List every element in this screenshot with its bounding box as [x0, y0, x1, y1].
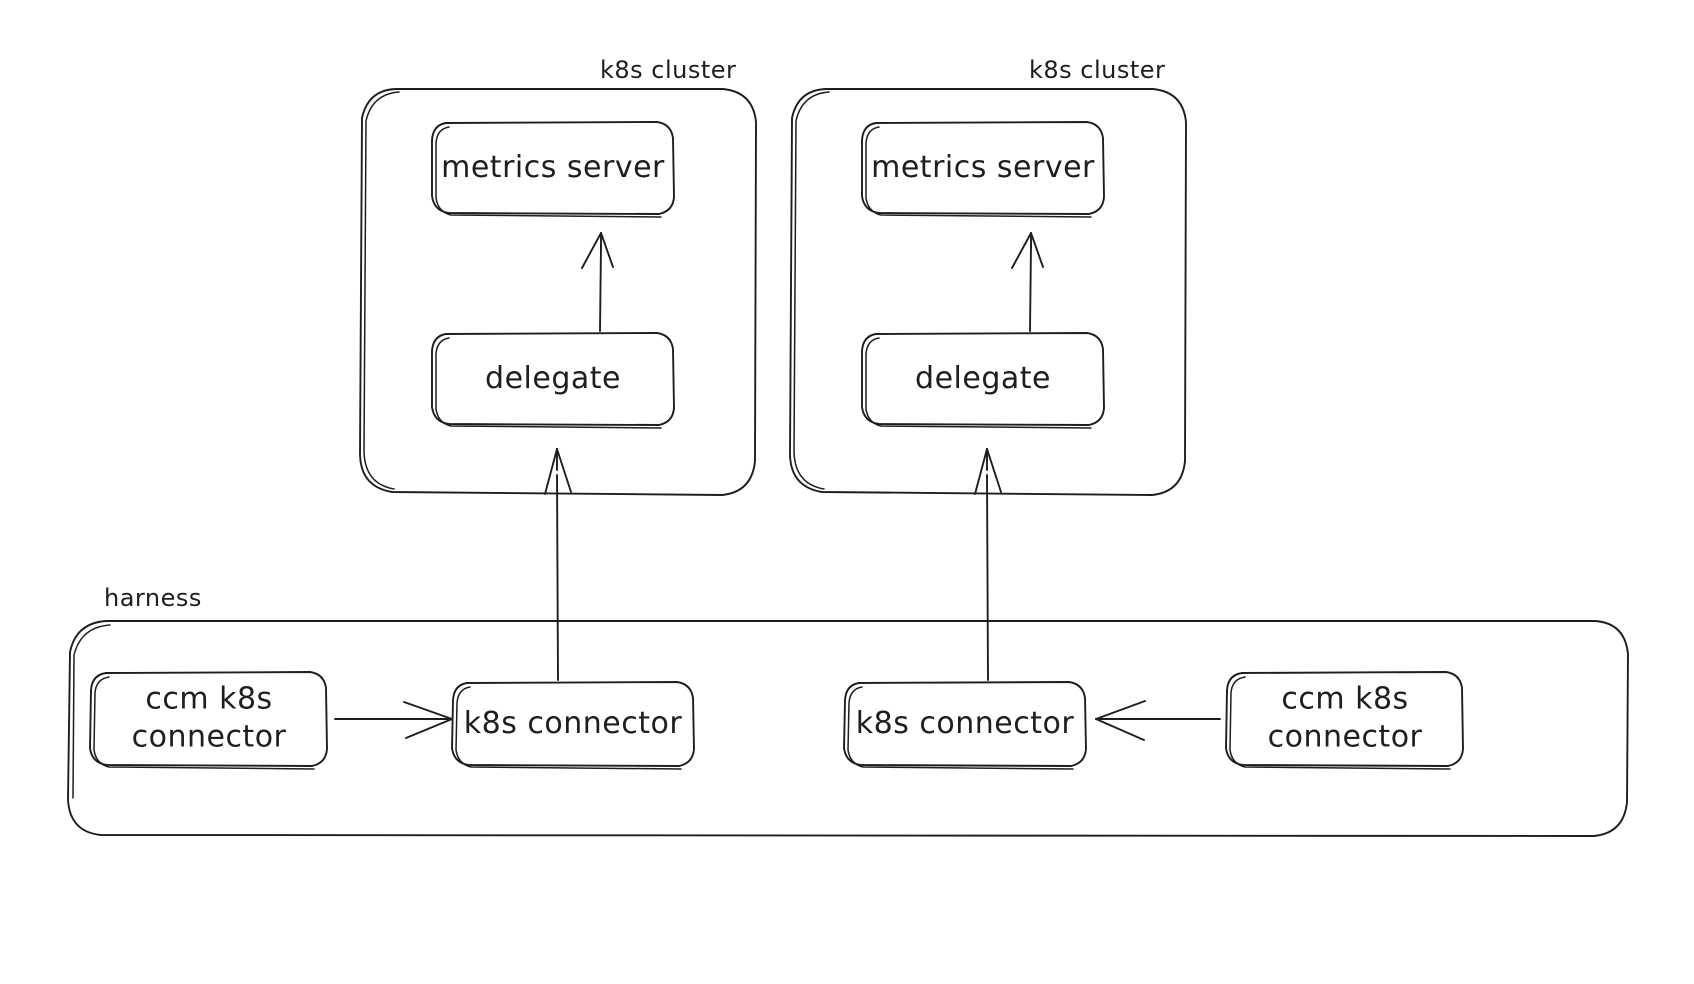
node-label-ccm-k8s-connector-right: ccm k8s connector: [1267, 681, 1423, 755]
edge-k8s-connector-to-delegate-right: [974, 448, 1002, 681]
node-label-ccm-k8s-connector-left: ccm k8s connector: [131, 681, 287, 755]
node-label-metrics-server-right: metrics server: [871, 149, 1095, 185]
group-k8s-cluster-right[interactable]: [789, 88, 1187, 496]
node-metrics-server-left[interactable]: [431, 121, 675, 218]
node-delegate-right[interactable]: [861, 332, 1105, 429]
edge-delegate-to-metrics-right: [1011, 232, 1044, 332]
node-k8s-connector-right[interactable]: [843, 681, 1087, 770]
node-label-k8s-connector-left: k8s connector: [463, 705, 683, 741]
edge-ccm-to-k8s-connector-right: [1095, 700, 1221, 741]
group-k8s-cluster-left[interactable]: [359, 88, 757, 496]
edge-ccm-to-k8s-connector-left: [334, 701, 453, 739]
node-delegate-left[interactable]: [431, 332, 675, 429]
group-harness[interactable]: [67, 620, 1629, 837]
node-ccm-k8s-connector-right[interactable]: [1225, 671, 1464, 770]
node-ccm-k8s-connector-left[interactable]: [89, 671, 328, 770]
node-k8s-connector-left[interactable]: [451, 681, 695, 770]
group-label-harness: harness: [104, 584, 202, 612]
node-label-delegate-left: delegate: [485, 360, 621, 396]
node-label-delegate-right: delegate: [915, 360, 1051, 396]
group-label-k8s-cluster-left: k8s cluster: [600, 56, 737, 84]
node-label-k8s-connector-right: k8s connector: [855, 705, 1075, 741]
edge-k8s-connector-to-delegate-left: [544, 448, 572, 681]
edge-delegate-to-metrics-left: [581, 232, 614, 332]
node-label-metrics-server-left: metrics server: [441, 149, 665, 185]
node-metrics-server-right[interactable]: [861, 121, 1105, 218]
group-label-k8s-cluster-right: k8s cluster: [1029, 56, 1166, 84]
